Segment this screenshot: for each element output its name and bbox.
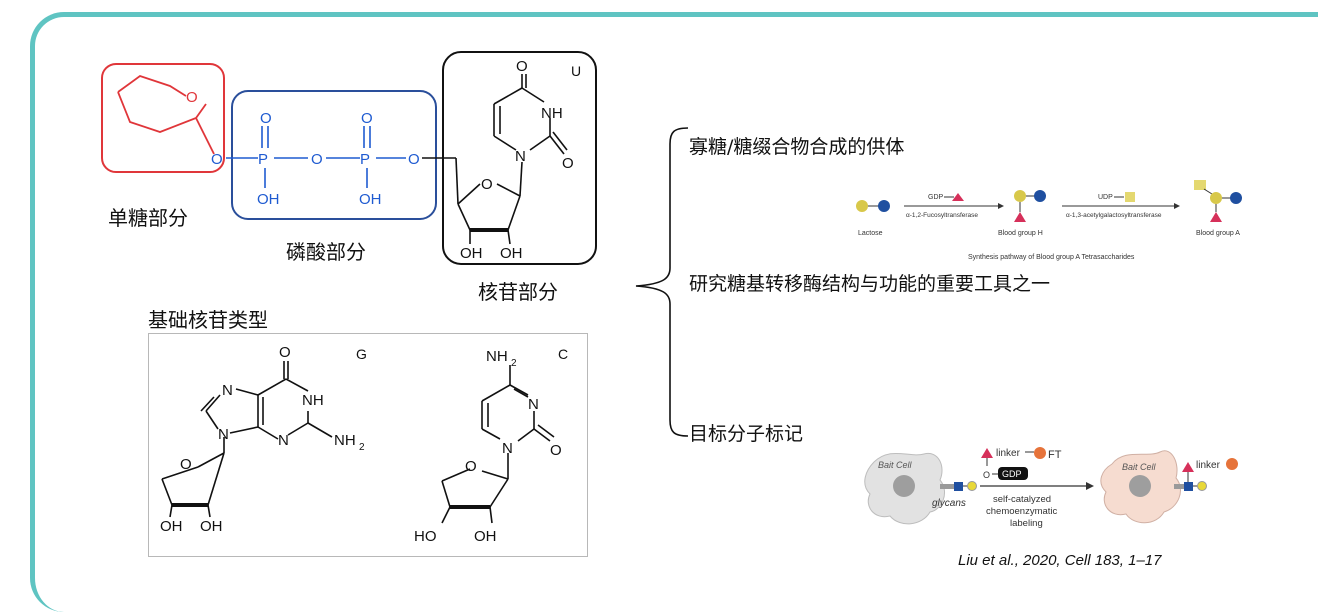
g-nh: NH: [302, 392, 324, 409]
c-ho: HO: [414, 528, 437, 545]
phosphorus-1: P: [258, 151, 268, 168]
c-nh2: NH: [486, 348, 508, 365]
g-ribose-o: O: [180, 456, 192, 473]
bridge-o1: O: [211, 151, 223, 168]
g-n3: N: [278, 432, 289, 449]
cytidine-bonds: [441, 365, 555, 524]
c-oh: OH: [474, 528, 497, 545]
sugar-box: [101, 63, 225, 173]
a-galnac: [1194, 180, 1206, 190]
reagent-linker: linker: [996, 448, 1021, 459]
reagent-fucose: [981, 448, 993, 458]
ft-enzyme: [1034, 447, 1046, 459]
udp-galnac: [1125, 192, 1135, 202]
labeled-fucose: [1182, 462, 1194, 472]
bait-cell-left-label: Bait Cell: [878, 460, 913, 470]
labeled-probe: [1226, 458, 1238, 470]
ribose-oh2: OH: [500, 245, 523, 262]
p2-top-o: O: [361, 110, 373, 127]
uridine-bonds: [422, 74, 568, 245]
glycan-gal: [967, 481, 977, 491]
lactose-glc: [878, 200, 890, 212]
a-gal: [1210, 192, 1222, 204]
phosphate-label: 磷酸部分: [286, 240, 366, 264]
blood-group-pathway: Lactose GDP α-1,2-Fucosyltransferase Blo…: [856, 180, 1242, 261]
g-nh2-sub: 2: [359, 442, 365, 453]
lactose-label: Lactose: [858, 230, 883, 237]
a-glc: [1230, 192, 1242, 204]
blood-a-label: Blood group A: [1196, 230, 1240, 237]
udp-sugar-structure: O O P O OH O P O OH O: [101, 51, 597, 265]
g-n9: N: [218, 426, 229, 443]
c-nh2-sub: 2: [511, 358, 517, 369]
c-letter: C: [558, 346, 568, 362]
guanosine-bonds: [161, 361, 333, 518]
slide-frame: [30, 12, 1318, 612]
glycan-glcnac: [954, 482, 963, 491]
h-fucose: [1014, 212, 1026, 222]
pathway-caption: Synthesis pathway of Blood group A Tetra…: [968, 254, 1135, 261]
application-donor: 寡糖/糖缀合物合成的供体: [689, 136, 905, 158]
ft-label: FT: [1048, 449, 1062, 461]
enzyme1-label: α-1,2-Fucosyltransferase: [906, 212, 978, 219]
labeling-figure: Bait Cell glycans linker FT O GDP self-c…: [864, 447, 1238, 529]
curly-brace: [635, 127, 689, 437]
enzyme2-label: α-1,3-acetylgalactosyltransferase: [1066, 212, 1162, 219]
process-line3: labeling: [1010, 518, 1043, 529]
c-n1: N: [502, 440, 513, 457]
g-oh1: OH: [160, 518, 183, 535]
phosphate-bonds: [226, 126, 406, 188]
labeled-linker: linker: [1196, 460, 1221, 471]
h-glc: [1034, 190, 1046, 202]
gdp-label: GDP: [928, 194, 944, 201]
glycans-label: glycans: [932, 498, 966, 509]
uracil-n1: N: [515, 148, 526, 165]
bases-title: 基础核苷类型: [148, 308, 268, 332]
bait-cell-right-label: Bait Cell: [1122, 462, 1157, 472]
ribose-oh1: OH: [460, 245, 483, 262]
process-line1: self-catalyzed: [993, 494, 1051, 505]
labeled-gal: [1197, 481, 1207, 491]
uracil-nh: NH: [541, 105, 563, 122]
citation: Liu et al., 2020, Cell 183, 1–17: [958, 552, 1162, 569]
phosphorus-2: P: [360, 151, 370, 168]
base-letter-u: U: [571, 63, 581, 79]
udp-label: UDP: [1098, 194, 1113, 201]
p1-oh: OH: [257, 191, 280, 208]
h-gal: [1014, 190, 1026, 202]
p2-oh: OH: [359, 191, 382, 208]
phosphate-box: [231, 90, 437, 220]
a-fucose: [1210, 212, 1222, 222]
ribose-o: O: [481, 176, 493, 193]
g-letter: G: [356, 346, 367, 362]
pyranose-ring-o: O: [186, 89, 198, 106]
nucleoside-label: 核苷部分: [478, 280, 558, 304]
sugar-label: 单糖部分: [108, 206, 188, 230]
lactose-gal: [856, 200, 868, 212]
bases-panel: O G N NH N N NH 2 O OH OH NH 2 C N: [148, 333, 588, 557]
labeled-glcnac: [1184, 482, 1193, 491]
g-n7: N: [222, 382, 233, 399]
gdp-badge: GDP: [1002, 469, 1022, 479]
pyranose-ring: [117, 74, 215, 155]
g-o: O: [279, 344, 291, 361]
g-nh2: NH: [334, 432, 356, 449]
p1-top-o: O: [260, 110, 272, 127]
c-o: O: [550, 442, 562, 459]
blood-h-label: Blood group H: [998, 230, 1043, 237]
reagent-o: O: [983, 470, 990, 480]
g-oh2: OH: [200, 518, 223, 535]
bridge-o2: O: [311, 151, 323, 168]
application-labeling: 目标分子标记: [689, 423, 804, 445]
c-n3: N: [528, 396, 539, 413]
gdp-fucose: [952, 193, 964, 201]
bridge-o3: O: [408, 151, 420, 168]
uracil-o-right: O: [562, 155, 574, 172]
process-line2: chemoenzymatic: [986, 506, 1058, 517]
application-tool: 研究糖基转移酶结构与功能的重要工具之一: [689, 273, 1051, 295]
c-ribose-o: O: [465, 458, 477, 475]
uracil-o-top: O: [516, 58, 528, 75]
